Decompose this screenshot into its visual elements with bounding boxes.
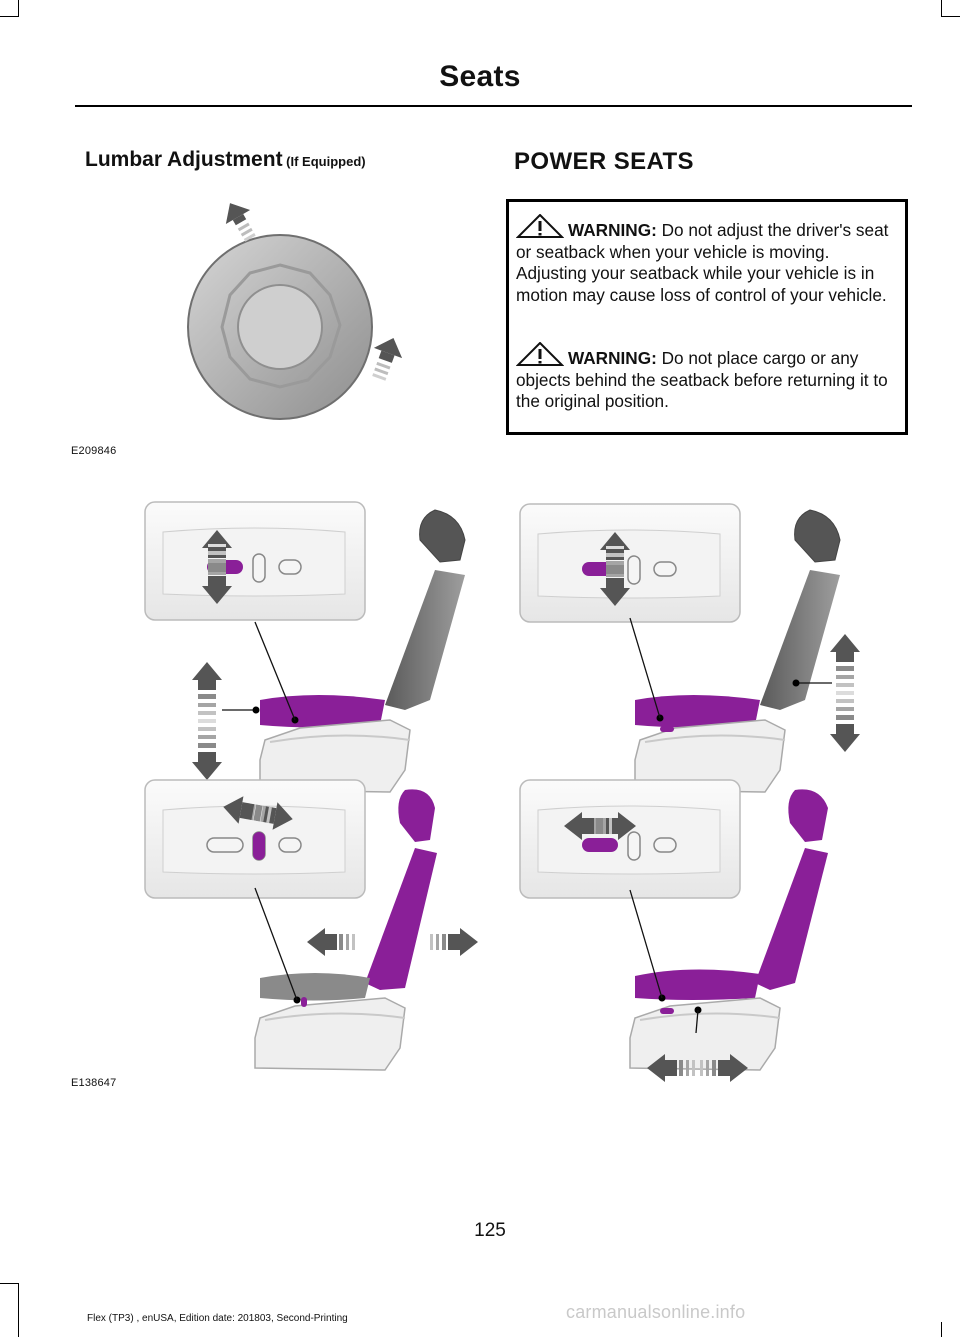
power-seats-heading: POWER SEATS [514, 148, 694, 175]
warning-triangle-icon [516, 342, 564, 366]
watermark: carmanualsonline.info [566, 1302, 746, 1322]
lumbar-heading: Lumbar Adjustment (If Equipped) [85, 148, 366, 172]
direction-arrow-icon [830, 692, 860, 752]
crop-mark [941, 0, 942, 17]
warning-text: Do not adjust the driver's seat or seatb… [516, 220, 889, 305]
crop-mark [18, 1283, 19, 1337]
lumbar-heading-text: Lumbar Adjustment [85, 148, 283, 171]
direction-arrow-icon [372, 337, 403, 381]
direction-arrow-icon [192, 720, 222, 780]
seat-illustration [254, 789, 437, 1071]
warning-text: Do not place cargo or any objects behind… [516, 348, 888, 411]
warning-triangle-icon [516, 214, 564, 238]
seat-illustration [254, 509, 466, 793]
direction-arrow-icon [192, 662, 222, 722]
page-number: 125 [474, 1220, 506, 1241]
footer-edition: Flex (TP3) , enUSA, Edition date: 201803… [87, 1313, 348, 1324]
lumbar-knob-figure [187, 203, 403, 420]
warning-paragraph: WARNING: Do not place cargo or any objec… [516, 342, 899, 413]
warning-box: WARNING: Do not adjust the driver's seat… [506, 199, 908, 435]
crop-mark [941, 1322, 942, 1337]
warning-paragraph: WARNING: Do not adjust the driver's seat… [516, 214, 899, 306]
direction-arrow-icon [430, 928, 478, 956]
seat-illustration [629, 789, 828, 1071]
crop-mark [942, 16, 960, 17]
direction-arrow-icon [830, 634, 860, 694]
seats-figure-id: E138647 [71, 1077, 117, 1089]
lumbar-figure-id: E209846 [71, 445, 117, 457]
seat-control-panel [519, 779, 741, 899]
seat-control-panel [144, 501, 366, 621]
direction-arrow-icon [307, 928, 355, 956]
warning-label: WARNING: [568, 348, 657, 368]
seat-control-panel [144, 779, 366, 899]
lumbar-qualifier: (If Equipped) [282, 154, 366, 169]
crop-mark [0, 16, 18, 17]
page-title: Seats [439, 60, 521, 93]
seat-control-panel [519, 503, 741, 623]
seat-illustration [629, 509, 841, 793]
title-divider [75, 105, 912, 107]
crop-mark [0, 1283, 18, 1284]
direction-arrow-icon [225, 203, 256, 242]
crop-mark [18, 0, 19, 17]
warning-label: WARNING: [568, 220, 657, 240]
power-seat-figure [144, 501, 860, 1082]
